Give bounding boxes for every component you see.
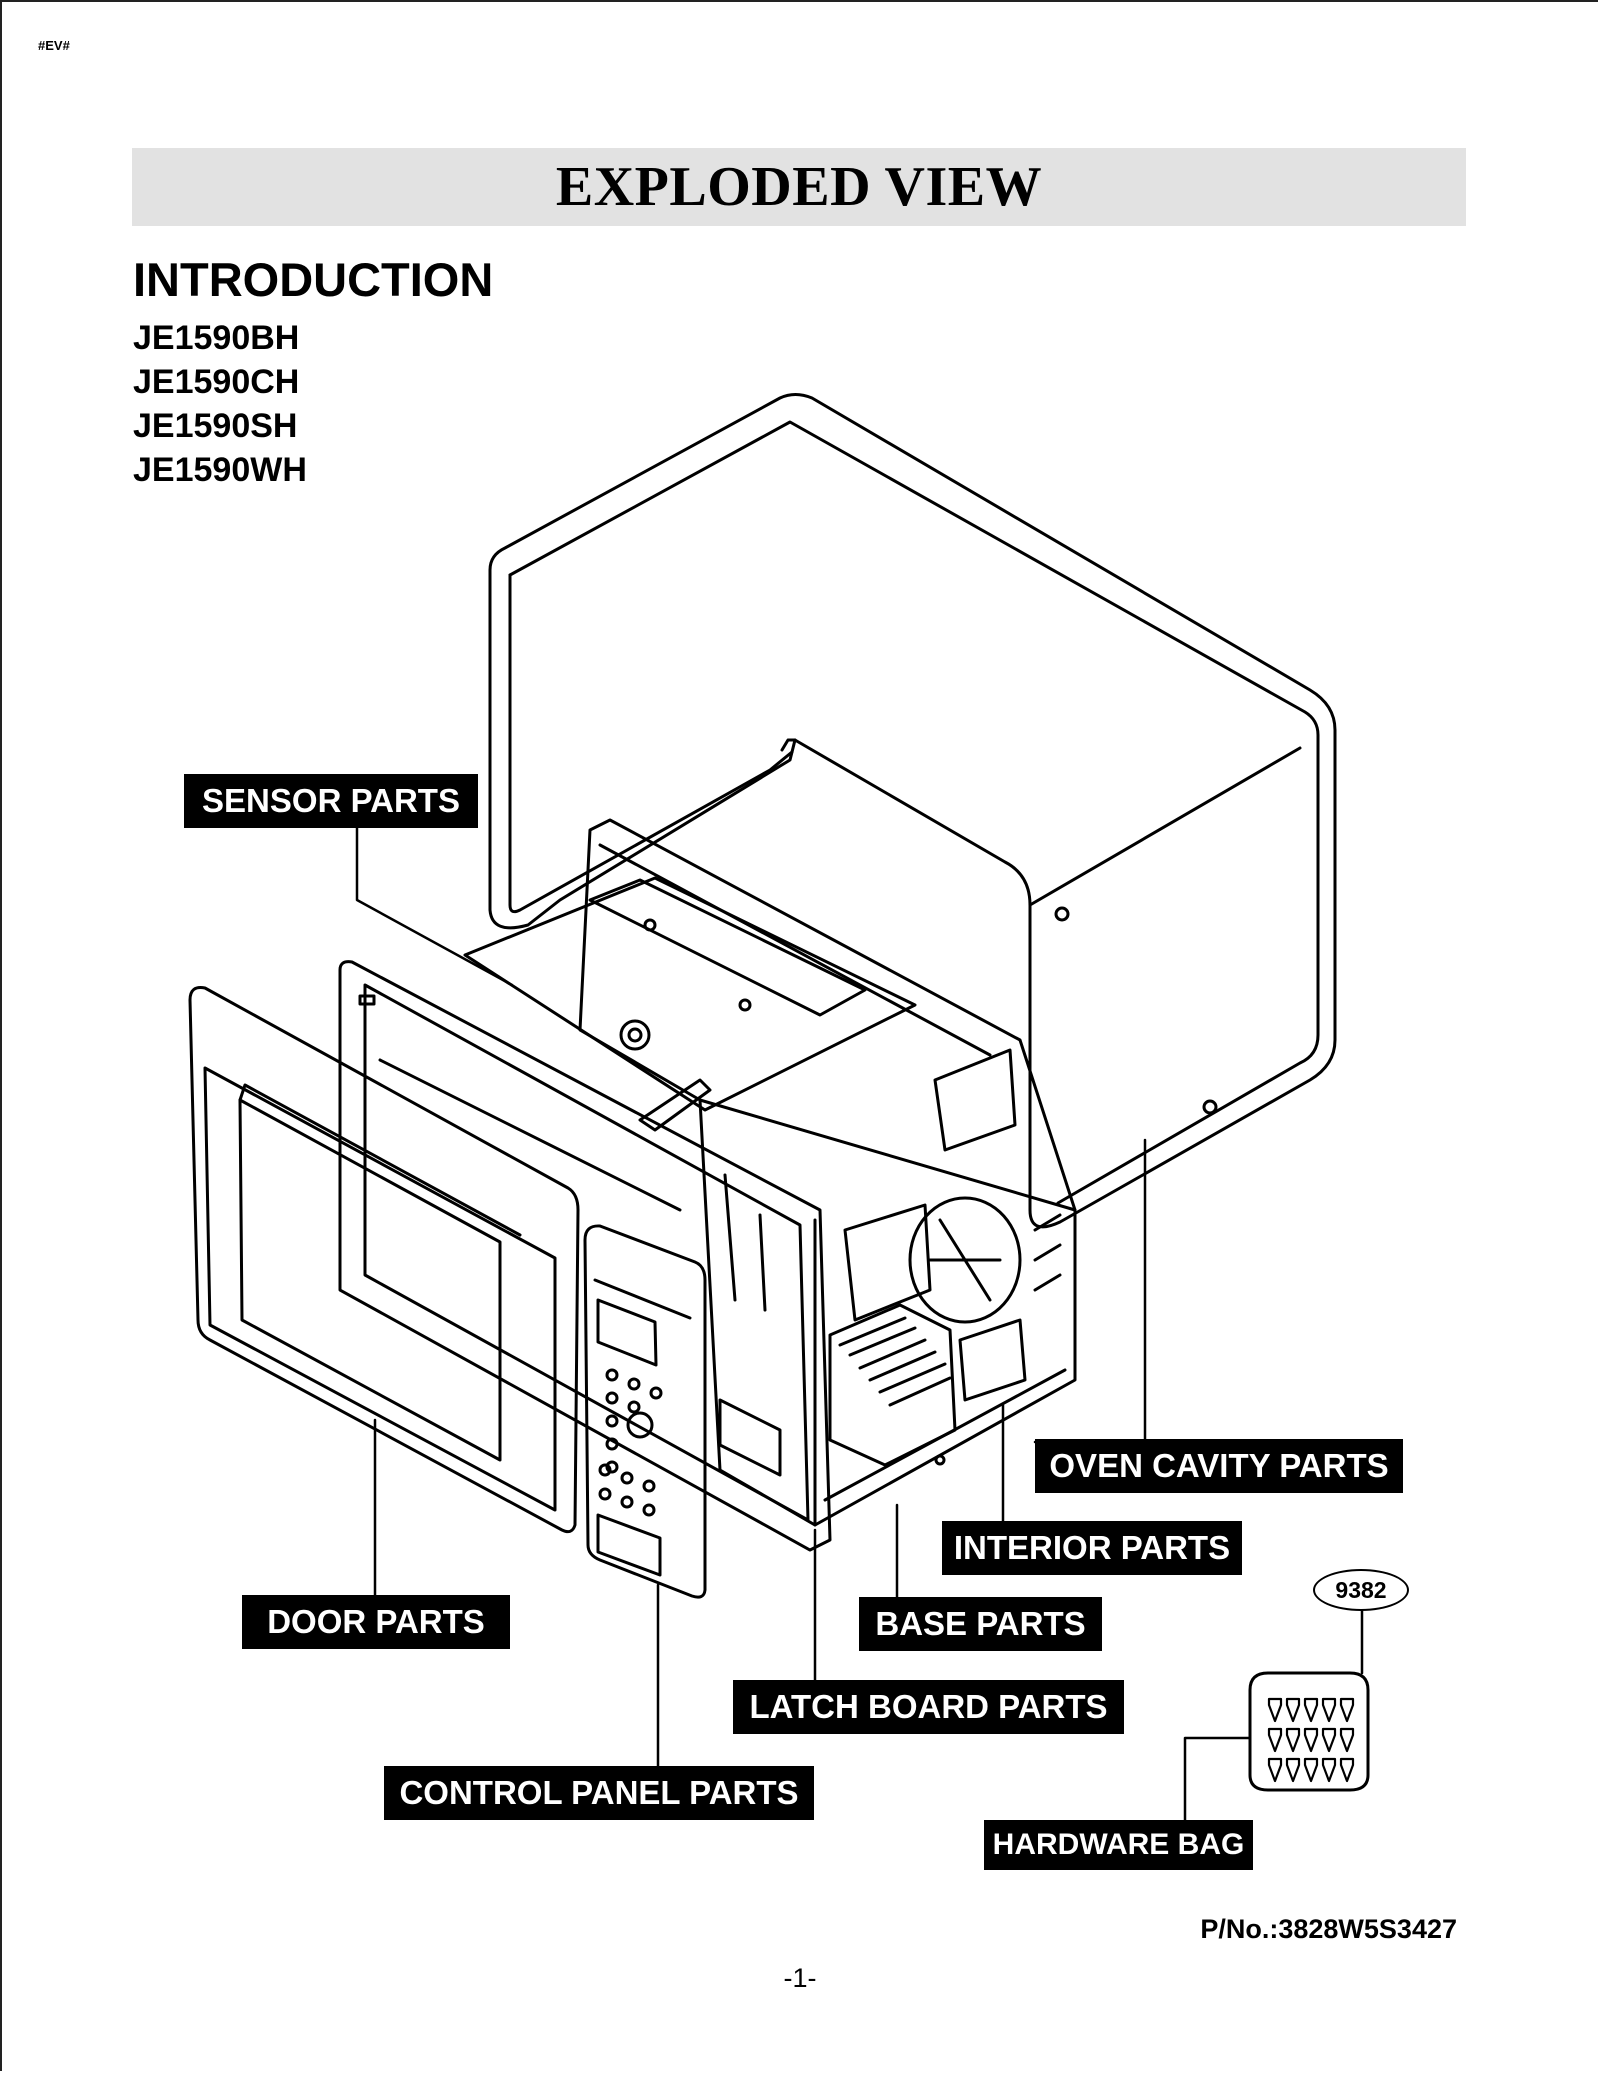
page-title: EXPLODED VIEW: [555, 156, 1043, 218]
leader-hardware-bag: [1183, 1736, 1252, 1825]
hardware-bag-label: HARDWARE BAG: [984, 1820, 1253, 1870]
oven-cavity-parts-label: OVEN CAVITY PARTS: [1035, 1439, 1403, 1493]
door-parts-label: DOOR PARTS: [242, 1595, 510, 1649]
model-item: JE1590WH: [133, 451, 307, 489]
latch-board-parts-label: LATCH BOARD PARTS: [733, 1680, 1124, 1734]
part-number: P/No.:3828W5S3427: [1200, 1914, 1457, 1944]
interior-components: [718, 1048, 1062, 1477]
leader-lines: [355, 824, 1364, 1825]
model-list: JE1590BH JE1590CH JE1590SH JE1590WH: [133, 316, 307, 492]
title-bar: EXPLODED VIEW: [132, 148, 1466, 226]
outer-cabinet: [488, 393, 1337, 1229]
hardware-bag: [1248, 1671, 1370, 1792]
section-heading: INTRODUCTION: [133, 253, 494, 306]
model-item: JE1590BH: [133, 319, 300, 357]
cavity-top-plate: [463, 876, 917, 1132]
header-tag: #EV#: [38, 38, 70, 53]
model-item: JE1590CH: [133, 363, 300, 401]
front-frame: [338, 960, 832, 1552]
leader-sensor: [355, 824, 514, 987]
control-panel-parts-label: CONTROL PANEL PARTS: [384, 1766, 814, 1820]
base-parts-label: BASE PARTS: [859, 1597, 1102, 1651]
sensor-parts-label: SENSOR PARTS: [184, 774, 478, 828]
hardware-bag-number: 9382: [1313, 1569, 1409, 1611]
oven-cavity: [578, 818, 1077, 1527]
model-item: JE1590SH: [133, 407, 298, 445]
interior-parts-label: INTERIOR PARTS: [942, 1521, 1242, 1575]
page-number: -1-: [783, 1963, 817, 1993]
control-panel: [583, 1224, 707, 1599]
door: [188, 986, 580, 1534]
hardware-screws: [1267, 1697, 1355, 1783]
